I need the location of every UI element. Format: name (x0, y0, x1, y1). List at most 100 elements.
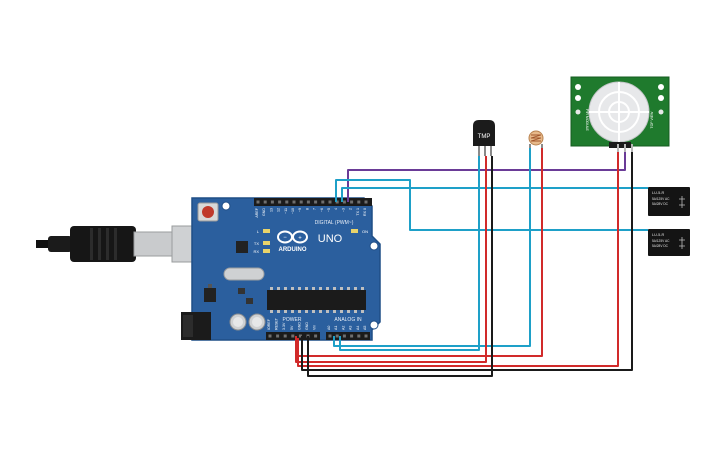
pir-pin-gnd (631, 144, 633, 152)
chip-leg (319, 287, 322, 290)
chip-leg (284, 287, 287, 290)
power-pin-label: Vin (313, 325, 317, 330)
pir-dome-facets (589, 82, 649, 142)
chip-leg (277, 287, 280, 290)
led-on (351, 229, 358, 233)
pir-sensor[interactable]: PIR MODULE TOP VIEW (570, 76, 670, 152)
power-pin-label: RESET (275, 317, 279, 330)
reset-button[interactable] (202, 206, 214, 218)
power-pin-label: GND (305, 322, 309, 330)
pir-hole (658, 95, 664, 101)
usb-plug-grip (90, 228, 117, 260)
mounting-hole (221, 201, 231, 211)
digital-pin-label: ~5 (327, 208, 331, 212)
power-pin-socket[interactable] (283, 334, 287, 338)
temperature-sensor[interactable]: TMP (473, 120, 495, 156)
chip-leg (333, 287, 336, 290)
wire-5v-pir[interactable] (297, 152, 619, 367)
digital-pin-socket[interactable] (314, 200, 318, 204)
analog-pin-socket[interactable] (364, 334, 368, 338)
wire-gnd-tmp[interactable] (307, 156, 493, 377)
chip-leg (298, 310, 301, 313)
wire-5v-tmp[interactable] (295, 156, 487, 363)
power-pin-socket[interactable] (298, 334, 302, 338)
digital-pin-socket[interactable] (328, 200, 332, 204)
power-analog-pin-row (268, 334, 368, 338)
power-pin-label: 5V (290, 325, 294, 330)
digital-pin-label: GND (262, 208, 266, 216)
digital-pin-label: ~6 (320, 208, 324, 212)
relay-2-line2: 5A/125V AC (652, 239, 670, 243)
wire-ldr-signal[interactable] (333, 144, 531, 347)
relay-1[interactable]: LU-5-R 5A/125V AC 5A/28V DC (648, 187, 690, 216)
digital-pin-socket[interactable] (342, 200, 346, 204)
power-pin-socket[interactable] (291, 334, 295, 338)
chip-leg (347, 310, 350, 313)
mounting-hole (369, 241, 379, 251)
chip-leg (284, 310, 287, 313)
digital-pin-socket[interactable] (256, 200, 260, 204)
chip-leg (298, 287, 301, 290)
pir-pad (658, 109, 664, 115)
digital-pin-socket[interactable] (321, 200, 325, 204)
chip-leg (312, 310, 315, 313)
analog-pin-socket[interactable] (342, 334, 346, 338)
digital-pin-socket[interactable] (292, 200, 296, 204)
tmp-leg (490, 146, 492, 156)
wire-relay-1-signal[interactable] (341, 187, 648, 202)
analog-pin-socket[interactable] (357, 334, 361, 338)
led-rx (263, 249, 270, 253)
usb-plug-metal (133, 231, 173, 257)
digital-pin-label: 13 (269, 208, 273, 212)
relay-2[interactable]: LU-5-R 5A/125V AC 5A/28V DC (648, 229, 690, 256)
digital-header-label: DIGITAL (PWM~) (315, 220, 354, 226)
wire-gnd-pir[interactable] (301, 152, 633, 371)
power-pin-socket[interactable] (276, 334, 280, 338)
tmp-label: TMP (478, 134, 491, 140)
digital-pin-label: ~10 (291, 208, 295, 214)
chip-leg (270, 310, 273, 313)
small-component (246, 298, 253, 304)
digital-pin-socket[interactable] (299, 200, 303, 204)
digital-pin-socket[interactable] (350, 200, 354, 204)
wire-5v-ldr[interactable] (295, 144, 543, 357)
power-pin-socket[interactable] (314, 334, 318, 338)
wire-relay-2-signal[interactable] (335, 179, 648, 231)
relay-1-line3: 5A/28V DC (652, 202, 669, 206)
led-label-tx: TX (254, 241, 259, 246)
svg-text:−: − (283, 235, 287, 241)
digital-pin-socket[interactable] (364, 200, 368, 204)
analog-pin-label: A4 (356, 326, 360, 330)
digital-pin-socket[interactable] (278, 200, 282, 204)
pir-hole (658, 84, 664, 90)
analog-pin-socket[interactable] (328, 334, 332, 338)
analog-header-label: ANALOG IN (334, 317, 362, 323)
relay-1-symbol (679, 196, 685, 208)
chip-leg (319, 310, 322, 313)
digital-pin-socket[interactable] (335, 200, 339, 204)
ldr-leg (541, 144, 543, 148)
chip-leg (361, 287, 364, 290)
power-pin-socket[interactable] (268, 334, 272, 338)
digital-pin-socket[interactable] (285, 200, 289, 204)
digital-pin-socket[interactable] (270, 200, 274, 204)
analog-pin-socket[interactable] (350, 334, 354, 338)
digital-pin-socket[interactable] (357, 200, 361, 204)
arduino-logo: − + (277, 230, 308, 244)
digital-pin-label: ~3 (341, 208, 345, 212)
digital-pin-label: 2 (349, 208, 353, 210)
tmp-leg (484, 146, 486, 156)
digital-pin-socket[interactable] (263, 200, 267, 204)
analog-pin-label: A0 (327, 326, 331, 330)
digital-pin-socket[interactable] (306, 200, 310, 204)
mounting-hole (369, 320, 379, 330)
pir-header (609, 142, 631, 148)
wire-tmp-signal[interactable] (339, 156, 480, 351)
usb-cable[interactable] (36, 225, 213, 263)
photoresistor[interactable] (528, 130, 544, 148)
analog-pin-socket[interactable] (335, 334, 339, 338)
chip-leg (326, 310, 329, 313)
